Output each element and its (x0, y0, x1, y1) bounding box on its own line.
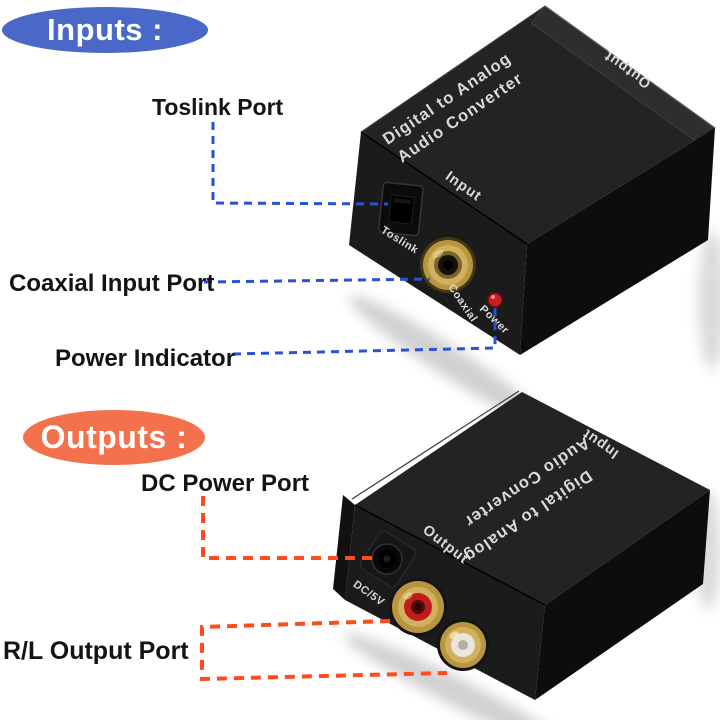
coaxial-port (420, 237, 476, 293)
shadow-top-device (349, 295, 551, 429)
inputs-badge: Inputs : (2, 7, 208, 53)
device-top: Digital to Analog Audio Converter Input … (349, 5, 716, 355)
rca-white-port (437, 619, 489, 671)
device-bottom-front-edge (354, 504, 546, 606)
device-bottom-lid-seam (351, 390, 520, 500)
power-indicator-callout-label: Power Indicator (55, 345, 236, 372)
toslink-port (378, 181, 424, 237)
device-bottom-left-face (333, 495, 355, 600)
toslink-callout-line (211, 122, 389, 206)
rca-red-port (389, 578, 447, 636)
power-led (487, 292, 503, 308)
device-bottom-right-face (535, 490, 710, 700)
dc-power-callout-line (201, 496, 375, 560)
power-callout-line (232, 306, 497, 356)
shadow-bottom-device (343, 633, 577, 720)
device-top-front-edge (360, 131, 528, 245)
outputs-badge: Outputs : (23, 410, 205, 465)
coaxial-input-port-callout-label: Coaxial Input Port (9, 270, 215, 297)
device-bottom-top-face (355, 392, 710, 605)
inputs-badge-label: Inputs : (47, 12, 163, 47)
outputs-badge-label: Outputs : (40, 419, 188, 455)
toslink-port-callout-label: Toslink Port (152, 94, 284, 120)
device-top-lid-highlight (544, 5, 716, 129)
rl-output-callout-line (200, 619, 448, 682)
shadow-top-device-right (698, 230, 720, 370)
coaxial-callout-line (203, 277, 431, 284)
dc-power-port-callout-label: DC Power Port (141, 470, 310, 497)
device-top-left-edge (360, 5, 546, 133)
device-top-right-face (520, 128, 715, 355)
rl-output-port-callout-label: R/L Output Port (3, 637, 189, 665)
device-bottom: Digital to Analog Audio Converter Input … (333, 390, 710, 700)
